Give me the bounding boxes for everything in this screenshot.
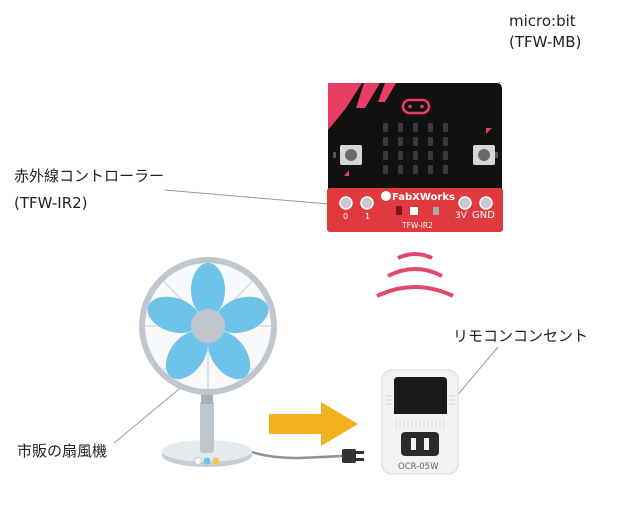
controller-leader-line xyxy=(164,189,341,206)
remote-outlet-label: リモコンコンセント xyxy=(453,327,589,345)
outlet-leader-line xyxy=(454,346,499,399)
button-b-marker xyxy=(486,128,492,134)
outlet-socket xyxy=(401,432,439,456)
remote-outlet-device: OCR-05W xyxy=(381,369,459,475)
button-b xyxy=(473,145,495,165)
fan-illustration xyxy=(139,257,277,467)
fan-button-blue xyxy=(203,457,211,465)
ir-signal-icon xyxy=(376,252,454,298)
outlet-ir-window xyxy=(394,377,447,414)
led-matrix xyxy=(383,123,448,174)
microbit-logo xyxy=(401,98,431,115)
brand-logo-text: FabXWorks xyxy=(392,192,455,203)
power-plug-icon xyxy=(342,449,364,463)
ir-controller-label-line1: 赤外線コントローラー xyxy=(14,167,165,185)
pin-0-pad xyxy=(339,196,353,210)
fan-label: 市販の扇風機 xyxy=(17,442,108,460)
ir-led xyxy=(396,206,402,215)
pin-1-label: 1 xyxy=(365,212,370,221)
board-model-label: TFW-IR2 xyxy=(401,221,433,230)
microbit-pink-stripe xyxy=(378,83,396,102)
microbit-label-line2: (TFW-MB) xyxy=(509,33,582,51)
microbit-label-line1: micro:bit xyxy=(509,12,576,30)
fan-pole xyxy=(200,401,214,453)
outlet-model-label: OCR-05W xyxy=(398,462,439,472)
fan-button-white xyxy=(194,457,202,465)
ir-controller-board: FabXWorks 0 1 3V GND TFW-IR2 xyxy=(327,188,503,232)
microbit-pink-stripe xyxy=(356,83,380,108)
pin-gnd-label: GND xyxy=(472,210,495,221)
button-a xyxy=(340,145,362,165)
outlet-vent xyxy=(386,395,455,405)
microbit-label: micro:bit (TFW-MB) xyxy=(509,11,581,53)
button-a-marker xyxy=(344,170,349,176)
ir-receiver xyxy=(433,207,439,215)
power-cord xyxy=(251,450,343,460)
pin-3v-label: 3V xyxy=(455,211,468,221)
pin-1-pad xyxy=(360,196,374,210)
microbit-pink-corner xyxy=(328,83,362,130)
brand-logo-icon xyxy=(381,191,391,201)
ir-controller-label: 赤外線コントローラー (TFW-IR2) xyxy=(14,166,164,214)
fan-blades xyxy=(147,263,269,380)
arrow-icon xyxy=(269,402,358,446)
pin-gnd-pad xyxy=(479,196,493,210)
pin-3v-pad xyxy=(458,196,472,210)
fan-hub xyxy=(191,309,225,343)
fan-button-yellow xyxy=(212,457,220,465)
microbit-board xyxy=(328,83,502,198)
pin-0-label: 0 xyxy=(343,212,348,221)
ir-controller-label-line2: (TFW-IR2) xyxy=(14,194,88,212)
status-led xyxy=(410,207,418,215)
